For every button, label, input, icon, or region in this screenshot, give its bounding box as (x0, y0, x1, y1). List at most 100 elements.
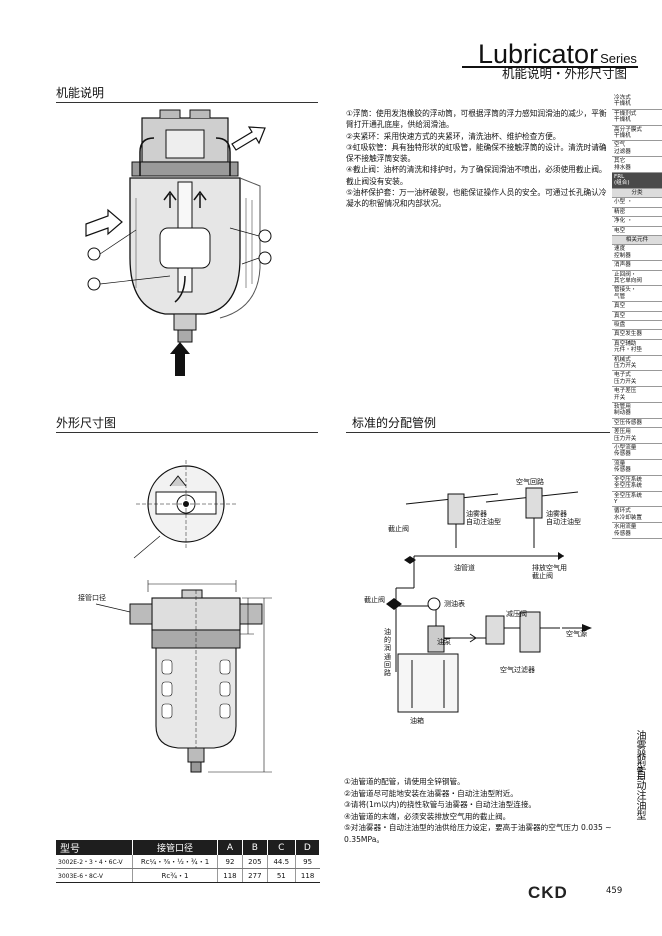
cell: 118 (295, 868, 320, 883)
side-index-item[interactable]: 机械式 压力开关 (612, 355, 662, 372)
label-oil-circuit: 油 的 润 通 回 路 (384, 628, 391, 678)
label-air-filter: 空气过滤器 (500, 666, 535, 674)
label-pressure-gauge: 测油表 (444, 600, 465, 608)
note-item: ③请将(1m以内)的挠性软管与油雾器・自动注油型连接。 (344, 800, 537, 810)
cell: 44.5 (267, 855, 296, 869)
label-stop-valve-left: 截止阀 (364, 596, 385, 604)
function-description: ①浮筒：使用发泡橡胶的浮动筒，可根据浮筒的浮力感知润滑油的减少，平衡臂打开通孔底… (346, 108, 611, 210)
label-oil-atomizer-2: 油雾器 自动注油型 (546, 510, 581, 526)
side-index-item[interactable]: 精密 (612, 207, 662, 218)
note-item: ②油管道尽可能地安装在油雾器・自动注油型附近。 (344, 788, 518, 798)
section-rule-dimensions (56, 432, 318, 433)
cell: Rc¼・⅜・½・¾・1 (132, 855, 218, 869)
side-index-item[interactable]: 真空 (612, 311, 662, 321)
cell: 118 (217, 868, 243, 883)
side-index-item[interactable]: 消声器 (612, 261, 662, 271)
section-title-function: 机能说明 (56, 86, 105, 100)
section-title-dimensions: 外形尺寸图 (56, 416, 117, 430)
dimension-drawing (95, 460, 272, 773)
side-index-item[interactable]: 空气 过滤器 (612, 141, 662, 158)
function-item: ②夹紧环：采用快速方式的夹紧环，清洗油杯、维护检查方便。 (346, 131, 561, 141)
col-model: 型号 (56, 840, 133, 855)
section-rule-piping (346, 432, 610, 433)
piping-diagram (386, 487, 592, 713)
side-index-item[interactable]: 电空 (612, 226, 662, 236)
side-index-item[interactable]: 软管用 制动器 (612, 403, 662, 419)
page-number: 459 (606, 886, 623, 896)
title-text: Lubricator (478, 39, 599, 69)
brand-logo: CKD (528, 883, 568, 902)
side-index-item[interactable]: 小型 ・ (612, 198, 662, 208)
col-c: C (267, 840, 296, 855)
side-index-item[interactable]: 全空压系统 全空压系统 (612, 475, 662, 492)
note-item: ④油管道的末端，必须安装排放空气用的截止阀。 (344, 811, 511, 821)
side-index-item[interactable]: 冷冻式 干燥机 (612, 94, 662, 110)
side-index-item[interactable]: FRL (组合) (612, 173, 662, 189)
label-pressure-reducer: 减压阀 (506, 610, 527, 618)
table-row: 3002E-2・3・4・6C-V Rc¼・⅜・½・¾・1 92 205 44.5… (56, 855, 320, 869)
note-item: ⑤对油雾器・自动注油型的油供给压力设定，要高于油雾器的空气压力 0.035 ~ … (344, 823, 612, 844)
label-oil-pump: 油泵 (437, 638, 451, 646)
side-index-item[interactable]: 循环式 水冷却装置 (612, 507, 662, 524)
side-vertical-sublabel: ・・单元 (636, 752, 644, 780)
label-drain-valve: 排放空气用 截止阀 (532, 564, 567, 580)
section-title-piping: 标准的分配管例 (352, 416, 437, 430)
function-item: ③虹吸软管：具有独特形状的虹吸管，能确保不接触浮筒的设计。清洗时请确保不接触浮筒… (346, 142, 607, 164)
label-oil-pipe: 油管道 (454, 564, 475, 572)
label-oil-tank: 油箱 (410, 717, 424, 725)
cell: Rc¾・1 (132, 868, 218, 883)
side-index-item[interactable]: 电子差压 开关 (612, 387, 662, 404)
side-index-item[interactable]: 干燥剂式 干燥机 (612, 109, 662, 126)
side-index-item[interactable]: 差压用 压力开关 (612, 428, 662, 445)
label-stop-valve-top: 截止阀 (388, 525, 409, 533)
side-index-item[interactable]: 真空辅助 元件・衬垫 (612, 339, 662, 356)
side-index-item[interactable]: 止回阀・ 其它单向阀 (612, 270, 662, 287)
side-vertical-label: 油雾器型自动注油型 (634, 730, 645, 820)
label-oil-atomizer-1: 油雾器 自动注油型 (466, 510, 501, 526)
lubricator-cutaway-illustration (85, 109, 272, 376)
side-index-item[interactable]: 流量 传感器 (612, 459, 662, 476)
side-index-item[interactable]: 高分子膜式 干燥机 (612, 125, 662, 142)
cell: 51 (267, 868, 296, 883)
function-item: ④截止阀：油杯的清洗和排护时，为了确保润滑油不喷出，必须使用截止阀。截止阀没有安… (346, 165, 607, 186)
cell: 95 (295, 855, 320, 869)
side-index-item[interactable]: 相关元件 (612, 235, 662, 246)
note-item: ①油管道的配管，请使用全锌钢管。 (344, 777, 465, 786)
side-index-item[interactable]: 真空发生器 (612, 330, 662, 340)
table-header-row: 型号 接管口径 A B C D (56, 840, 321, 855)
col-d: D (295, 840, 321, 855)
side-index-item[interactable]: 管接头・ 气管 (612, 286, 662, 303)
side-index-item[interactable]: 全空压系统 Y (612, 491, 662, 508)
side-index-item[interactable]: 分类 (612, 188, 662, 199)
side-index-item[interactable]: 电子式 压力开关 (612, 371, 662, 388)
cell: 3002E-2・3・4・6C-V (56, 855, 133, 869)
label-air-source: 空气源 (566, 630, 587, 638)
function-item: ⑤油杯保护套：万一油杯破裂，也能保证操作人员的安全。可通过长孔确认冷凝水的积留情… (346, 188, 607, 209)
label-air-circuit: 空气回路 (516, 478, 544, 486)
side-index-item[interactable]: 其它 排水器 (612, 157, 662, 174)
col-port-size: 接管口径 (132, 840, 218, 855)
side-index-item[interactable]: 空压传感器 (612, 418, 662, 429)
piping-notes: ①油管道的配管，请使用全锌钢管。 ②油管道尽可能地安装在油雾器・自动注油型附近。… (344, 776, 614, 846)
col-a: A (217, 840, 243, 855)
header-rule (462, 66, 638, 68)
side-index-item[interactable]: 真空 (612, 302, 662, 312)
cell: 205 (242, 855, 268, 869)
cell: 3003E-6・8C-V (56, 868, 133, 883)
side-index-item[interactable]: 吸盘 (612, 320, 662, 331)
cell: 277 (242, 868, 268, 883)
dimension-table: 型号 接管口径 A B C D 3002E-2・3・4・6C-V Rc¼・⅜・½… (56, 840, 321, 883)
port-size-label: 接管口径 (78, 594, 106, 602)
function-item: ①浮筒：使用发泡橡胶的浮动筒，可根据浮筒的浮力感知润滑油的减少，平衡臂打开通孔底… (346, 109, 607, 130)
side-index-item[interactable]: 水用流量 传感器 (612, 523, 662, 539)
side-index-item[interactable]: 速度 控制器 (612, 245, 662, 262)
cell: 92 (217, 855, 243, 869)
series-text: Series (600, 51, 637, 66)
table-row: 3003E-6・8C-V Rc¾・1 118 277 51 118 (56, 868, 320, 883)
col-b: B (242, 840, 268, 855)
side-index-item[interactable]: 净化 ・ (612, 217, 662, 227)
side-index-item[interactable]: 小型流量 传感器 (612, 444, 662, 460)
section-rule-function (56, 102, 318, 103)
